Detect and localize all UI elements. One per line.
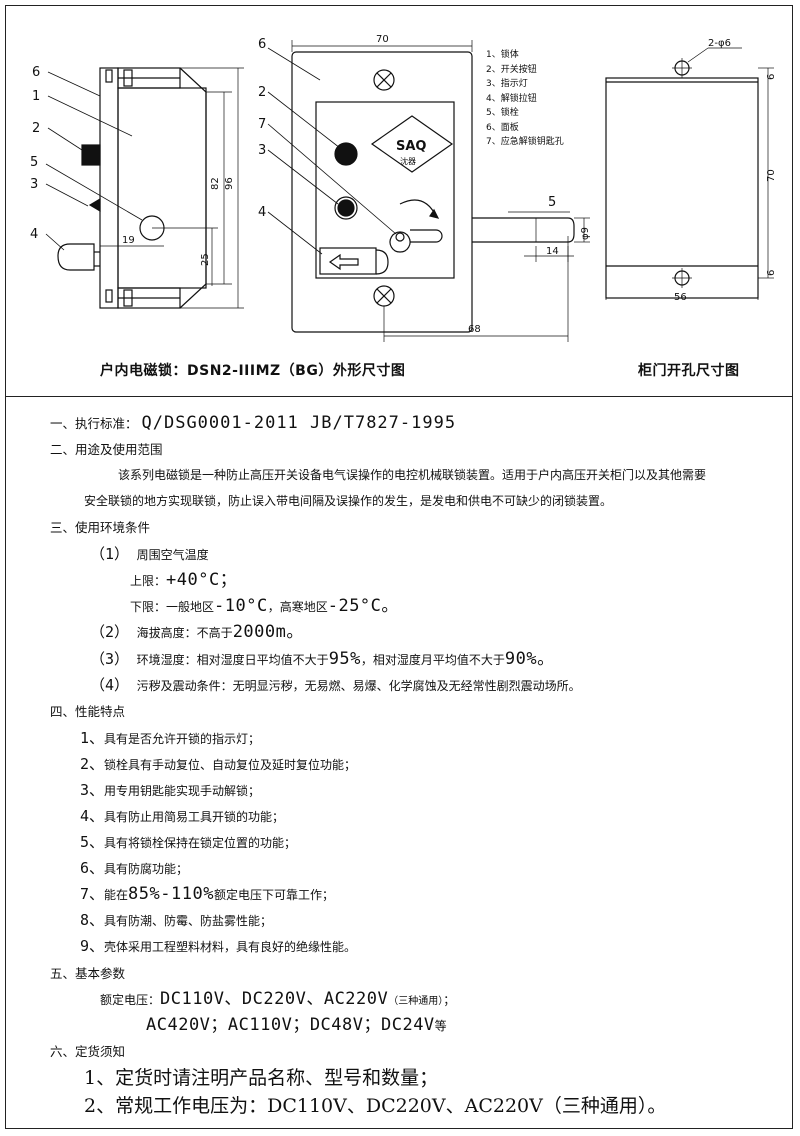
env-humidity: （3） 环境湿度：相对湿度日平均值不大于95%，相对湿度月平均值不大于90%。 — [90, 649, 555, 669]
dim-19: 19 — [122, 235, 135, 246]
dim-14: 14 — [546, 246, 559, 257]
env-temp-upper: 上限：+40°C； — [130, 570, 238, 590]
front-label-3: 3 — [258, 143, 266, 158]
cutout-outline — [605, 77, 759, 299]
param-voltage-1: 额定电压：DC110V、DC220V、AC220V（三种通用）； — [100, 989, 456, 1009]
dim-82: 82 — [210, 177, 221, 190]
legend-item: 3、指示灯 — [486, 79, 528, 89]
legend-item: 1、锁体 — [486, 50, 519, 60]
front-label-4: 4 — [258, 205, 266, 220]
front-button — [334, 142, 358, 166]
section-features-title: 四、性能特点 — [50, 704, 126, 719]
dim-2-phi6: 2-φ6 — [708, 38, 731, 49]
section-params-title: 五、基本参数 — [50, 966, 126, 981]
order-note-2: 2、常规工作电压为：DC110V、DC220V、AC220V（三种通用）。 — [84, 1095, 667, 1117]
feature-2: 2、锁栓具有手动复位、自动复位及延时复位功能； — [80, 755, 357, 773]
env-temp: （1） 周围空气温度 — [90, 545, 209, 563]
usage-para-2: 安全联锁的地方实现联锁，防止误入带电间隔及误操作的发生，是发电和供电不可缺少的闭… — [84, 494, 613, 508]
dim-25: 25 — [200, 253, 211, 266]
side-label-2: 2 — [32, 121, 40, 136]
dim-phi9: φ9 — [580, 227, 591, 240]
dim-70: 70 — [376, 34, 389, 45]
feature-7: 7、能在85%-110%额定电压下可靠工作； — [80, 884, 334, 904]
logo-text: SAQ — [396, 139, 426, 154]
dim-cutout-6-top: 6 — [766, 74, 777, 80]
standard-label: 一、执行标准： — [50, 416, 138, 431]
front-label-7: 7 — [258, 117, 266, 132]
screw-top — [373, 69, 395, 91]
feature-1: 1、具有是否允许开锁的指示灯； — [80, 729, 261, 747]
bolt-label-5: 5 — [548, 195, 556, 210]
dim-cutout-56: 56 — [674, 292, 687, 303]
side-label-5: 5 — [30, 155, 38, 170]
feature-8: 8、具有防潮、防霉、防盐雾性能； — [80, 911, 273, 929]
dim-cutout-70: 70 — [766, 169, 777, 182]
legend-item: 4、解锁拉钮 — [486, 93, 537, 104]
release-slot — [319, 247, 377, 275]
feature-3: 3、用专用钥匙能实现手动解锁； — [80, 781, 261, 799]
legend-item: 7、应急解锁钥匙孔 — [486, 137, 564, 147]
legend: 1、锁体 2、开关按钮 3、指示灯 4、解锁拉钮 5、锁栓 6、面板 7、应急解… — [486, 48, 564, 150]
caption-right: 柜门开孔尺寸图 — [638, 363, 740, 379]
legend-item: 6、面板 — [486, 122, 519, 133]
feature-5: 5、具有将锁栓保持在锁定位置的功能； — [80, 833, 297, 851]
usage-para-1: 该系列电磁锁是一种防止高压开关设备电气误操作的电控机械联锁装置。适用于户内高压开… — [118, 468, 707, 482]
env-pollution: （4） 污秽及震动条件：无明显污秽，无易燃、易爆、化学腐蚀及无经常性剧烈震动场所… — [90, 676, 581, 694]
legend-item: 2、开关按钮 — [486, 64, 537, 75]
technical-drawing: 6 1 2 5 3 4 82 96 19 25 6 2 7 3 4 70 68 … — [30, 34, 777, 342]
section-env-title: 三、使用环境条件 — [50, 520, 151, 535]
key-hole — [389, 231, 411, 253]
caption-left: 户内电磁锁：DSN2-IIIMZ（BG）外形尺寸图 — [100, 363, 406, 379]
section-usage-title: 二、用途及使用范围 — [50, 442, 163, 457]
standard-codes: Q/DSG0001-2011 JB/T7827-1995 — [141, 413, 457, 433]
section-divider — [5, 396, 793, 397]
order-note-1: 1、定货时请注明产品名称、型号和数量； — [84, 1067, 439, 1089]
side-panel-plate — [99, 67, 119, 309]
side-label-3: 3 — [30, 177, 38, 192]
dim-68: 68 — [468, 324, 481, 335]
side-label-6: 6 — [32, 65, 40, 80]
side-button — [81, 144, 101, 166]
legend-item: 5、锁栓 — [486, 108, 519, 118]
bolt-body — [472, 217, 575, 243]
param-voltage-2: AC420V；AC110V；DC48V；DC24V等 — [146, 1015, 447, 1035]
side-label-4: 4 — [30, 227, 38, 242]
front-label-2: 2 — [258, 85, 266, 100]
front-window — [315, 101, 455, 279]
side-lamp — [88, 197, 101, 213]
front-panel — [291, 51, 473, 333]
feature-4: 4、具有防止用简易工具开锁的功能； — [80, 807, 285, 825]
side-label-1: 1 — [32, 89, 40, 104]
env-altitude: （2） 海拔高度：不高于2000m。 — [90, 622, 304, 642]
front-lamp — [337, 199, 355, 217]
logo-diamond — [370, 115, 454, 173]
dim-96: 96 — [224, 177, 235, 190]
side-release-knob — [57, 243, 95, 271]
page-frame — [5, 5, 793, 1129]
feature-9: 9、壳体采用工程塑料材料，具有良好的绝缘性能。 — [80, 937, 357, 955]
section-order-title: 六、定货须知 — [50, 1044, 126, 1059]
front-label-6: 6 — [258, 37, 266, 52]
logo-sub: 沈器 — [400, 156, 416, 166]
env-temp-lower: 下限：一般地区-10°C，高寒地区-25°C。 — [130, 596, 399, 616]
feature-6: 6、具有防腐功能； — [80, 859, 189, 877]
side-lock-body — [117, 87, 207, 289]
dim-cutout-6-bottom: 6 — [766, 270, 777, 276]
section-standard: 一、执行标准： Q/DSG0001-2011 JB/T7827-1995 — [50, 415, 456, 432]
